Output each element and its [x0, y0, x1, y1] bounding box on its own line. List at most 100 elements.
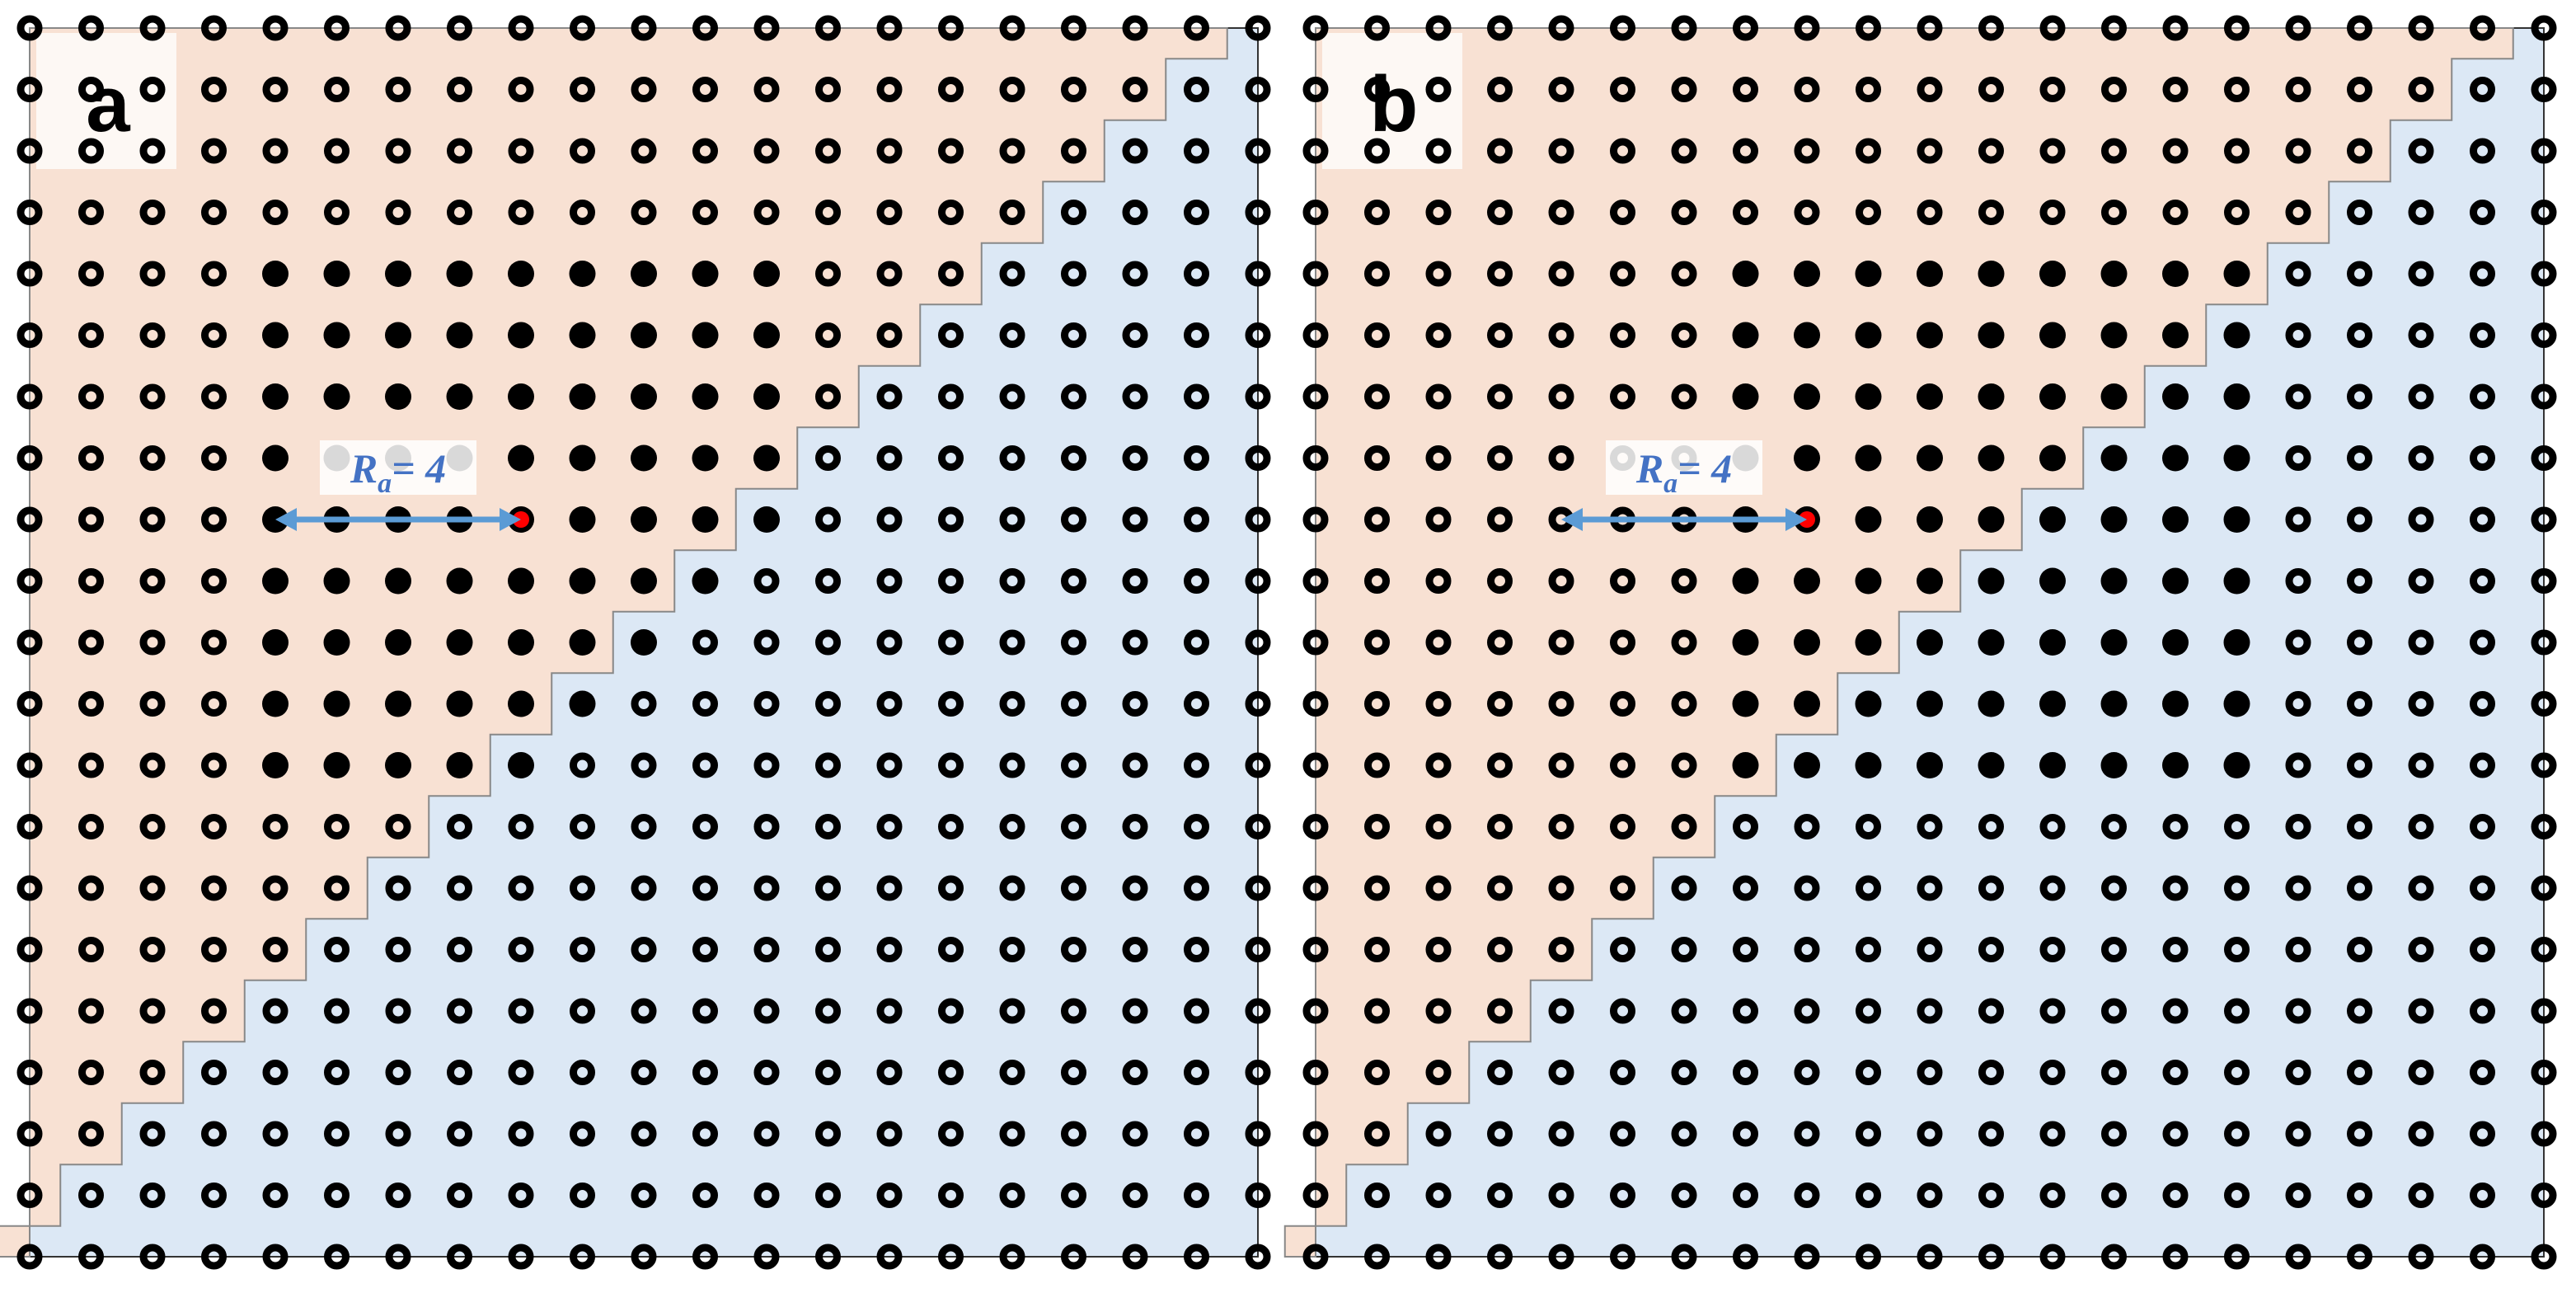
lattice-dot-open	[692, 752, 718, 778]
lattice-dot-open	[16, 998, 43, 1024]
lattice-dot-open	[815, 691, 841, 717]
lattice-dot-open	[1794, 77, 1820, 102]
lattice-dot-open	[1610, 998, 1635, 1024]
lattice-dot-filled	[2100, 629, 2128, 656]
lattice-dot-open	[815, 814, 841, 839]
lattice-dot-open	[1245, 629, 1271, 656]
lattice-dot-filled	[2162, 322, 2189, 349]
lattice-dot-open	[1917, 1121, 1943, 1147]
lattice-dot-open	[324, 937, 350, 962]
lattice-dot-open	[1794, 998, 1820, 1024]
lattice-dot-open	[938, 322, 964, 348]
lattice-dot-open	[1122, 138, 1148, 164]
lattice-dot-open	[2162, 1244, 2189, 1270]
lattice-dot-open	[753, 691, 780, 717]
lattice-dot-open	[1061, 1060, 1086, 1085]
ra-value: = 4	[392, 445, 446, 491]
lattice-dot-open	[1671, 691, 1697, 717]
lattice-dot-filled	[262, 322, 289, 349]
lattice-dot-filled	[2100, 322, 2128, 349]
lattice-dot-open	[570, 998, 595, 1024]
lattice-dot-open	[139, 1183, 166, 1208]
lattice-dot-open	[201, 506, 227, 533]
lattice-dot-open	[1245, 691, 1271, 717]
lattice-dot-open	[2224, 1183, 2250, 1208]
lattice-dot-filled	[1855, 506, 1882, 533]
lattice-dot-filled	[1978, 322, 2005, 349]
lattice-dot-open	[508, 1060, 534, 1085]
lattice-dot-open	[2531, 752, 2557, 778]
lattice-dot-open	[1425, 445, 1452, 471]
lattice-dot-open	[2531, 629, 2557, 656]
lattice-dot-filled	[569, 629, 596, 656]
lattice-dot-open	[2101, 77, 2127, 102]
lattice-dot-open	[2470, 875, 2495, 901]
lattice-dot-open	[999, 138, 1025, 164]
lattice-dot-open	[2470, 1244, 2495, 1270]
panel-label: b	[1370, 60, 1419, 148]
lattice-dot-open	[1184, 875, 1209, 901]
lattice-dot-open	[324, 1244, 350, 1270]
lattice-dot-open	[385, 138, 411, 164]
lattice-dot-filled	[2223, 752, 2250, 778]
lattice-dot-open	[1245, 1183, 1271, 1208]
lattice-dot-open	[1610, 629, 1635, 656]
lattice-dot-open	[1061, 691, 1086, 717]
lattice-dot-open	[1856, 15, 1881, 41]
lattice-dot-filled	[631, 506, 657, 533]
lattice-dot-filled	[631, 322, 657, 349]
lattice-dot-open	[999, 1121, 1025, 1147]
lattice-dot-open	[78, 200, 104, 225]
lattice-dot-open	[1122, 1244, 1148, 1270]
lattice-dot-open	[2408, 15, 2434, 41]
lattice-dot-open	[78, 629, 104, 656]
lattice-dot-filled	[631, 629, 657, 656]
lattice-dot-open	[139, 200, 166, 225]
lattice-dot-open	[508, 15, 534, 41]
lattice-dot-open	[385, 1183, 411, 1208]
lattice-dot-open	[2347, 814, 2372, 839]
lattice-dot-open	[1917, 77, 1943, 102]
lattice-dot-open	[508, 1244, 534, 1270]
lattice-dot-open	[1487, 322, 1513, 348]
lattice-dot-open	[1610, 937, 1635, 962]
lattice-dot-open	[1487, 998, 1513, 1024]
lattice-dot-open	[2347, 568, 2372, 594]
lattice-dot-filled	[508, 690, 534, 717]
lattice-dot-open	[2531, 814, 2557, 839]
lattice-dot-filled	[569, 322, 596, 349]
lattice-dot-open	[262, 15, 289, 41]
lattice-dot-open	[2408, 1121, 2434, 1147]
lattice-dot-open	[1061, 814, 1086, 839]
lattice-dot-filled	[753, 383, 780, 410]
lattice-dot-open	[1184, 138, 1209, 164]
lattice-dot-open	[2531, 691, 2557, 717]
lattice-dot-open	[447, 200, 472, 225]
lattice-dot-open	[324, 1183, 350, 1208]
lattice-dot-open	[1794, 1060, 1820, 1085]
lattice-dot-open	[692, 691, 718, 717]
lattice-dot-open	[1302, 691, 1329, 717]
lattice-dot-open	[1978, 1060, 2004, 1085]
lattice-dot-filled	[2039, 690, 2066, 717]
lattice-dot-open	[1245, 445, 1271, 471]
lattice-dot-open	[1978, 77, 2004, 102]
lattice-dot-open	[2531, 200, 2557, 225]
lattice-dot-open	[1794, 1183, 1820, 1208]
lattice-dot-filled	[1732, 322, 1759, 349]
lattice-dot-open	[139, 691, 166, 717]
lattice-dot-open	[1487, 383, 1513, 410]
lattice-dot-open	[2039, 77, 2066, 102]
lattice-dot-open	[1733, 814, 1758, 839]
lattice-dot-open	[631, 1244, 657, 1270]
lattice-dot-open	[2531, 77, 2557, 102]
lattice-dot-filled	[1917, 690, 1943, 717]
lattice-dot-open	[1548, 383, 1574, 410]
lattice-dot-open	[16, 138, 43, 164]
lattice-dot-filled	[1855, 752, 1882, 778]
lattice-dot-open	[2224, 998, 2250, 1024]
lattice-dot-open	[2408, 445, 2434, 471]
lattice-dot-open	[1061, 15, 1086, 41]
ra-arrow-head-left	[1561, 508, 1583, 531]
lattice-dot-open	[1733, 875, 1758, 901]
